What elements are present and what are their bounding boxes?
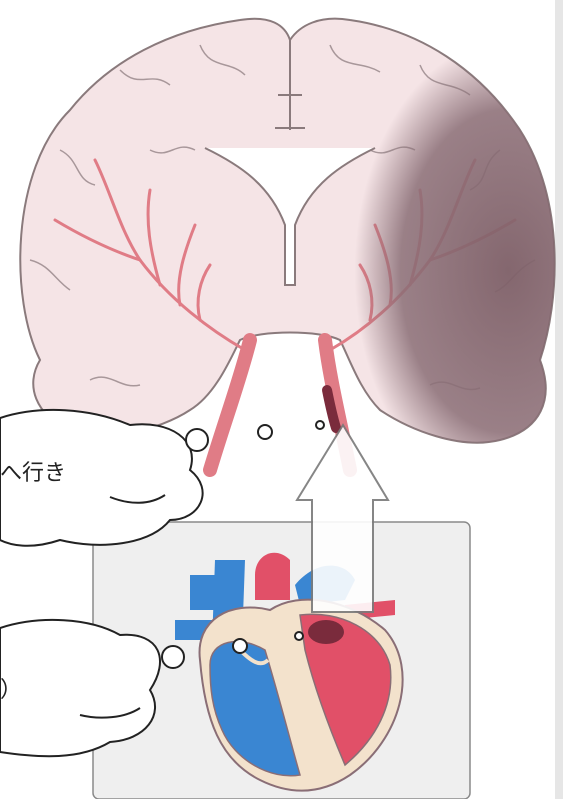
brain-illustration xyxy=(20,19,563,470)
side-panel xyxy=(555,0,563,799)
bubble-text-upper: へ行き xyxy=(0,455,66,487)
bubble-text-lower: ） xyxy=(0,672,22,704)
